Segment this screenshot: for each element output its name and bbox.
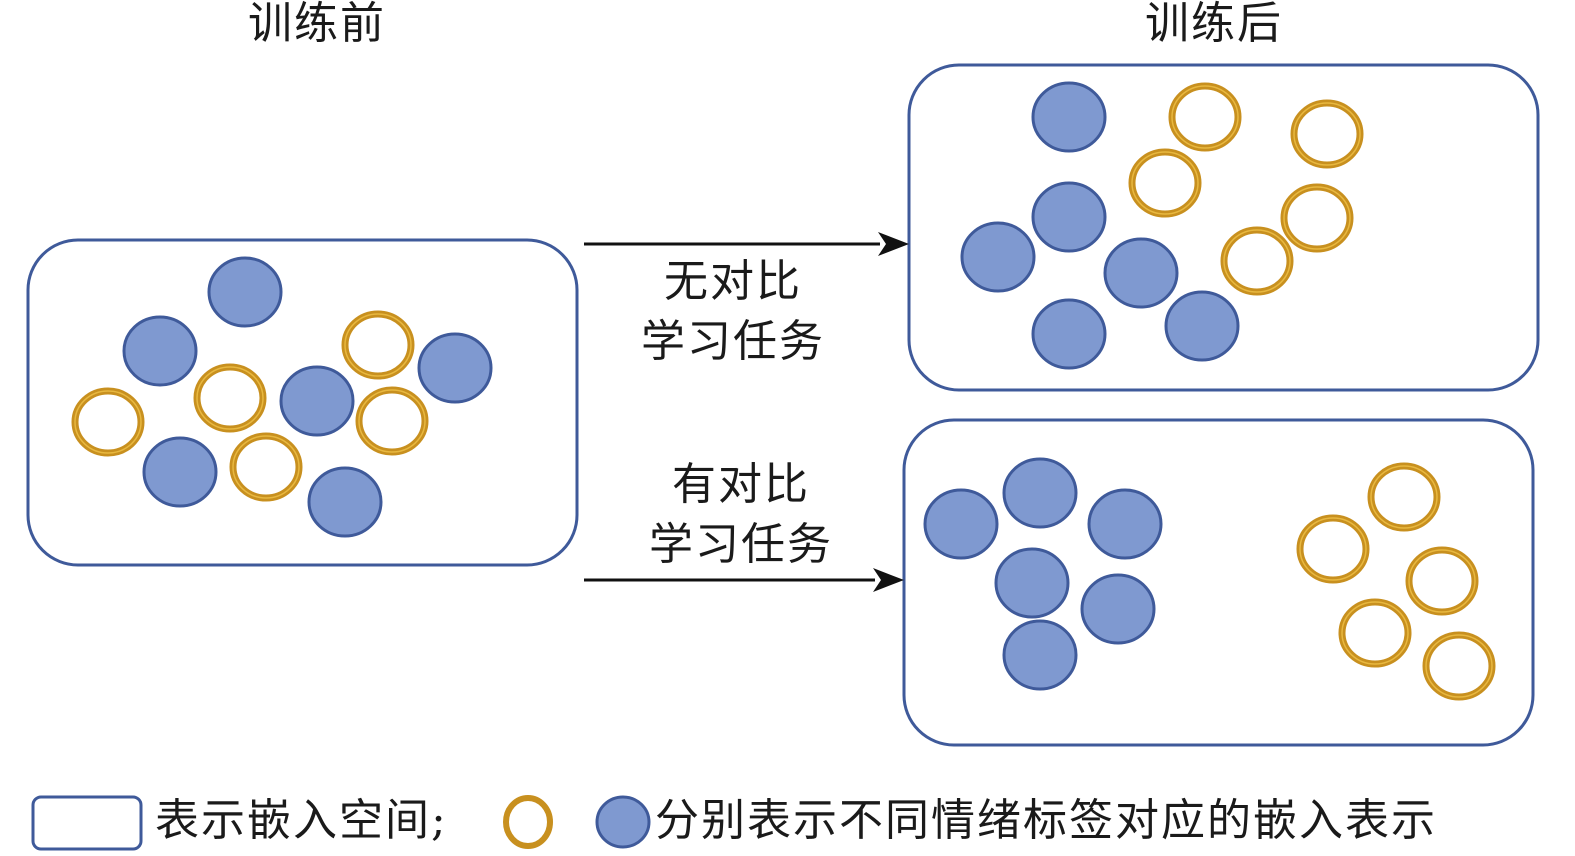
gold-embedding-point-after_without: [1220, 226, 1294, 296]
blue-embedding-point-before: [307, 466, 383, 538]
blue-embedding-point-before: [417, 332, 493, 404]
blue-embedding-point-after_with: [1087, 488, 1163, 560]
gold-embedding-point-after_with: [1422, 631, 1496, 701]
blue-embedding-point-after_with: [994, 547, 1070, 619]
gold-embedding-point-after_with: [1405, 546, 1479, 616]
blue-embedding-point-after_without: [960, 221, 1036, 293]
legend-box-text: 表示嵌入空间;: [155, 795, 448, 846]
gold-embedding-point-before: [229, 432, 303, 502]
blue-embedding-point-after_with: [1002, 457, 1078, 529]
label-with-line2: 学习任务: [649, 519, 833, 570]
legend-blue-circle-icon: [595, 795, 651, 849]
gold-embedding-point-after_without: [1168, 82, 1242, 152]
title-after-training: 训练后: [1145, 0, 1283, 49]
blue-embedding-point-before: [142, 436, 218, 508]
arrow-with-contrastive: [584, 568, 904, 592]
blue-embedding-point-after_without: [1031, 298, 1107, 370]
blue-embedding-point-after_with: [1002, 619, 1078, 691]
blue-embedding-point-before: [207, 256, 283, 328]
gold-embedding-point-after_without: [1128, 148, 1202, 218]
gold-embedding-point-after_with: [1296, 514, 1370, 584]
label-without-contrastive: 无对比 学习任务: [628, 252, 838, 372]
legend-circles-text: 分别表示不同情绪标签对应的嵌入表示: [655, 795, 1437, 846]
title-before-training: 训练前: [248, 0, 386, 49]
blue-embedding-point-after_without: [1164, 290, 1240, 362]
gold-embedding-point-before: [355, 386, 429, 456]
label-with-contrastive: 有对比 学习任务: [636, 455, 846, 575]
gold-embedding-point-before: [341, 310, 415, 380]
gold-embedding-point-before: [193, 363, 267, 433]
blue-embedding-point-after_with: [1080, 573, 1156, 645]
blue-embedding-point-before: [279, 365, 355, 437]
gold-embedding-point-before: [71, 387, 145, 457]
label-with-line1: 有对比: [672, 459, 810, 510]
blue-embedding-point-before: [122, 315, 198, 387]
gold-embedding-point-after_with: [1338, 598, 1412, 668]
arrow-without-contrastive: [584, 232, 909, 256]
label-without-line1: 无对比: [664, 256, 802, 307]
label-without-line2: 学习任务: [641, 316, 825, 367]
gold-embedding-point-after_without: [1280, 183, 1354, 253]
blue-embedding-point-after_without: [1103, 237, 1179, 309]
blue-embedding-point-after_without: [1031, 81, 1107, 153]
blue-embedding-point-after_with: [923, 488, 999, 560]
gold-embedding-point-after_without: [1290, 99, 1364, 169]
legend-box-icon: [31, 795, 143, 851]
gold-embedding-point-after_with: [1367, 462, 1441, 532]
blue-embedding-point-after_without: [1031, 181, 1107, 253]
legend-gold-circle-icon: [503, 795, 553, 849]
